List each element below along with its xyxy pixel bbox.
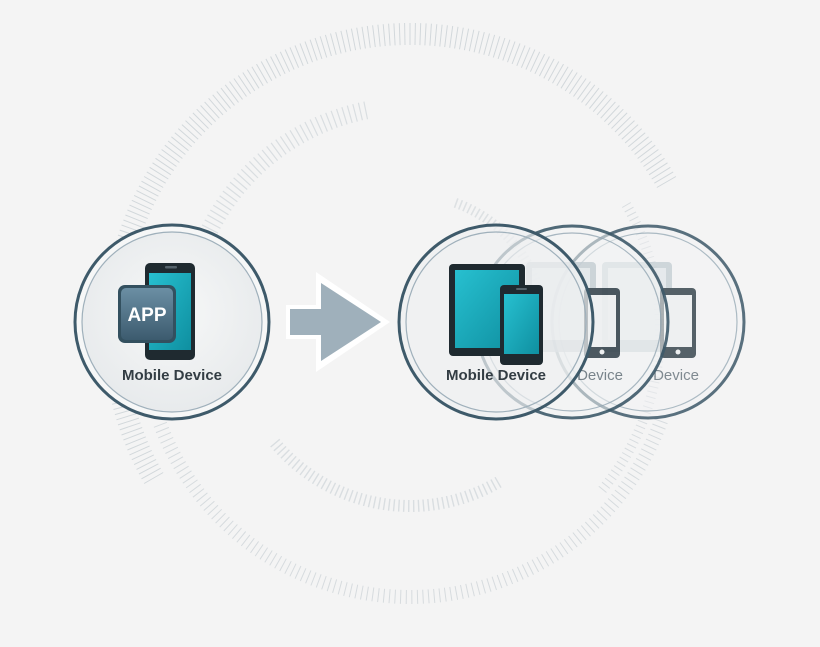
right-arrow-icon: [286, 272, 390, 372]
tablet-and-phone-icon: [449, 264, 543, 365]
app-badge-icon: APP: [118, 285, 176, 343]
target-1-label: Mobile Device: [446, 367, 546, 384]
target-node-1: Mobile Device: [397, 223, 595, 421]
target-3-label: Device: [653, 367, 699, 384]
app-badge-label: APP: [127, 305, 166, 326]
source-node: APP Mobile Device: [73, 223, 271, 421]
source-label: Mobile Device: [122, 367, 222, 384]
smartphone-with-app-icon: APP: [118, 263, 195, 360]
target-2-label: Device: [577, 367, 623, 384]
